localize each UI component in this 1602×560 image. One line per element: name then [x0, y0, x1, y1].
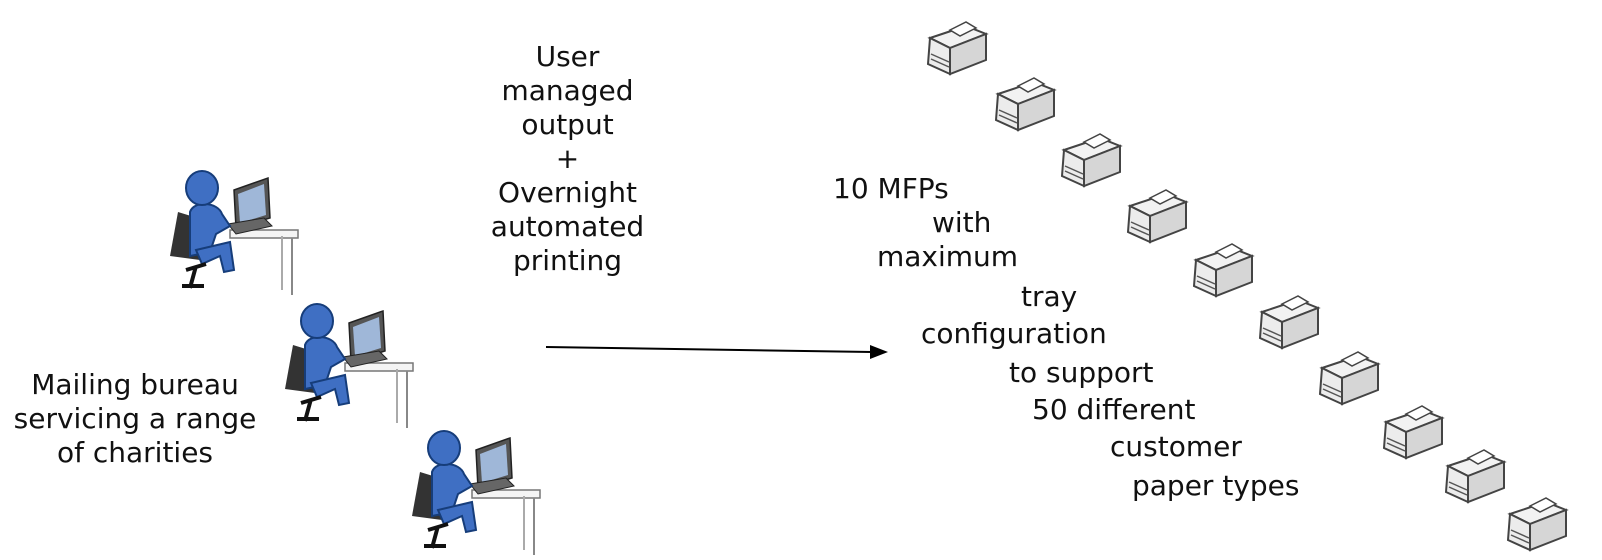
- printer-icon: [1126, 189, 1189, 244]
- printer-icon: [1382, 405, 1445, 460]
- person-at-computer-icon: [412, 430, 541, 555]
- right-label-line-8: customer: [1110, 430, 1242, 463]
- printer-icon: [994, 77, 1057, 132]
- person-at-computer-icon: [285, 303, 414, 428]
- left-label: Mailing bureau servicing a range of char…: [0, 368, 270, 470]
- right-label-line-7: 50 different: [1032, 393, 1196, 426]
- left-label-line-3: of charities: [56, 436, 214, 469]
- middle-label-line-4: +: [555, 142, 580, 175]
- person-at-computer-icon: [170, 170, 299, 295]
- middle-label-line-2: managed: [501, 74, 634, 107]
- middle-label-line-3: output: [521, 108, 614, 141]
- left-label-line-1: Mailing bureau: [31, 368, 239, 401]
- printer-icon: [1506, 497, 1569, 552]
- right-label-line-5: configuration: [921, 317, 1107, 350]
- printer-icon: [926, 21, 989, 76]
- right-label-line-1: 10 MFPs: [833, 172, 949, 205]
- right-label-line-3: maximum: [877, 240, 1019, 273]
- printer-icon: [1258, 295, 1321, 350]
- printer-icon: [1318, 351, 1381, 406]
- middle-label: User managed output + Overnight automate…: [455, 40, 680, 278]
- printer-icon: [1192, 243, 1255, 298]
- middle-label-line-5: Overnight: [498, 176, 637, 209]
- middle-label-line-1: User: [535, 40, 600, 73]
- arrow-right-icon: [545, 345, 888, 359]
- middle-label-line-7: printing: [512, 244, 623, 277]
- right-label-line-4: tray: [1021, 280, 1078, 313]
- printer-icon: [1444, 449, 1507, 504]
- right-label-line-6: to support: [1009, 356, 1154, 389]
- printer-icon: [1060, 133, 1123, 188]
- left-label-line-2: servicing a range: [13, 402, 257, 435]
- middle-label-line-6: automated: [490, 210, 645, 243]
- right-label-line-2: with: [932, 206, 992, 239]
- right-label-line-9: paper types: [1132, 469, 1300, 502]
